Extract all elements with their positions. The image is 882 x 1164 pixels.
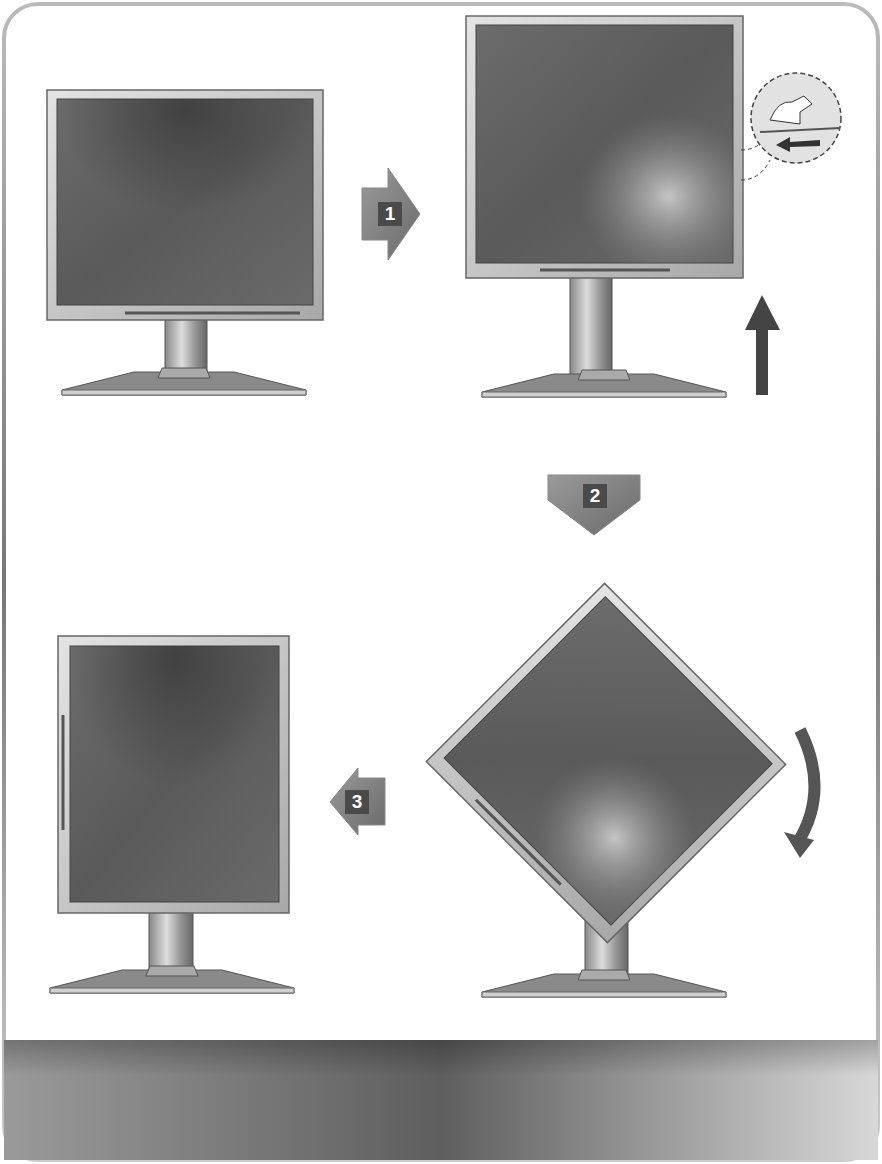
page-frame bbox=[4, 4, 878, 1160]
step-arrow bbox=[378, 202, 402, 226]
monitor-raised bbox=[760, 128, 840, 132]
page-frame bbox=[4, 1040, 878, 1160]
monitor-raised bbox=[466, 16, 743, 278]
monitor-raised bbox=[570, 272, 612, 376]
monitor-rotating bbox=[798, 730, 815, 842]
step-arrow bbox=[548, 475, 640, 535]
monitor-portrait bbox=[149, 908, 193, 974]
monitor-raised bbox=[476, 25, 733, 263]
monitor-rotating bbox=[426, 583, 814, 997]
step-arrow bbox=[362, 168, 420, 260]
monitor-raised bbox=[466, 16, 841, 397]
monitor-landscape bbox=[47, 90, 323, 320]
monitor-portrait bbox=[62, 715, 65, 830]
monitor-raised bbox=[482, 370, 726, 397]
callout-number: 3 bbox=[345, 791, 369, 813]
monitor-rotating bbox=[476, 800, 561, 885]
step-arrow bbox=[345, 790, 369, 814]
monitor-rotating bbox=[426, 583, 785, 942]
monitor-rotating bbox=[444, 597, 772, 925]
monitor-rotating bbox=[482, 970, 726, 997]
monitor-landscape bbox=[47, 90, 323, 395]
monitor-raised bbox=[540, 269, 670, 272]
lift-arrow bbox=[745, 295, 780, 395]
monitor-portrait bbox=[50, 636, 294, 993]
monitor-raised bbox=[751, 73, 841, 163]
step-arrow bbox=[330, 768, 385, 835]
monitor-raised bbox=[770, 96, 812, 124]
monitor-landscape bbox=[57, 99, 313, 305]
page-frame bbox=[4, 1040, 878, 1160]
step-arrow bbox=[583, 484, 607, 508]
monitor-rotating bbox=[426, 583, 785, 942]
step-arrow bbox=[362, 168, 420, 260]
monitor-landscape bbox=[57, 99, 313, 305]
monitor-portrait bbox=[50, 966, 294, 993]
callout-number: 2 bbox=[583, 485, 607, 507]
monitor-portrait bbox=[70, 646, 279, 902]
callout-number: 1 bbox=[378, 203, 402, 225]
lift-arrow bbox=[745, 295, 780, 395]
monitor-raised bbox=[776, 137, 820, 152]
monitor-raised bbox=[476, 25, 733, 263]
monitor-landscape bbox=[125, 312, 300, 315]
step-arrow bbox=[548, 475, 640, 535]
monitor-portrait bbox=[58, 636, 289, 913]
monitor-rotating bbox=[784, 832, 814, 858]
monitor-landscape bbox=[165, 316, 207, 374]
step-arrow bbox=[330, 768, 385, 835]
monitor-rotating bbox=[444, 597, 772, 925]
monitor-landscape bbox=[62, 368, 306, 395]
monitor-portrait bbox=[70, 646, 279, 902]
